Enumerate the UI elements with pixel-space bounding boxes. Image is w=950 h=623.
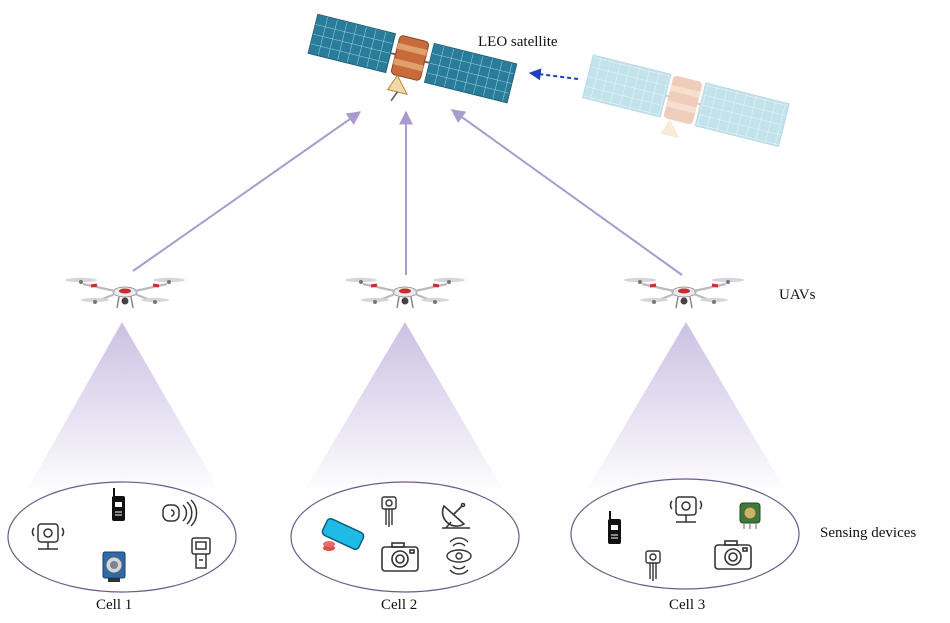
uavs-label: UAVs — [779, 287, 816, 303]
cell-3-area — [570, 478, 800, 590]
uplink-arrow-1 — [132, 111, 362, 272]
photo-camera-icon — [714, 540, 752, 570]
camera-icon — [31, 523, 65, 550]
cell-2-area — [290, 481, 520, 593]
smartphone-icon — [321, 517, 365, 551]
cell-3-label: Cell 3 — [669, 597, 706, 613]
cell-2-label: Cell 2 — [381, 597, 418, 613]
satellite-label: LEO satellite — [478, 34, 558, 50]
uav-beam-1 — [28, 322, 218, 488]
satellite-motion-arrow — [528, 68, 579, 81]
camera-icon — [669, 496, 703, 523]
previous-satellite-position-icon — [581, 54, 790, 148]
sensing-devices-label: Sensing devices — [820, 525, 917, 541]
uav-2-icon — [343, 276, 467, 310]
nfc-tag-icon — [162, 499, 198, 527]
cell-1-label: Cell 1 — [96, 597, 133, 613]
walkie-talkie-icon — [608, 511, 621, 544]
handheld-meter-icon — [191, 537, 211, 569]
gas-sensor-icon — [739, 502, 761, 529]
proximity-sensor-icon — [446, 537, 472, 575]
satellite-dish-icon — [441, 502, 470, 529]
uplink-arrow-3 — [450, 109, 683, 276]
leo-satellite-icon — [307, 13, 518, 104]
uav-beam-2 — [306, 322, 502, 488]
walkie-talkie-icon — [112, 488, 125, 521]
industrial-sensor-icon — [102, 551, 126, 582]
temperature-probe-icon — [645, 550, 661, 581]
uav-beam-3 — [588, 322, 784, 488]
uav-1-icon — [63, 276, 187, 310]
photo-camera-icon — [381, 542, 419, 572]
uav-3-icon — [622, 276, 746, 310]
temperature-probe-icon — [381, 496, 397, 527]
